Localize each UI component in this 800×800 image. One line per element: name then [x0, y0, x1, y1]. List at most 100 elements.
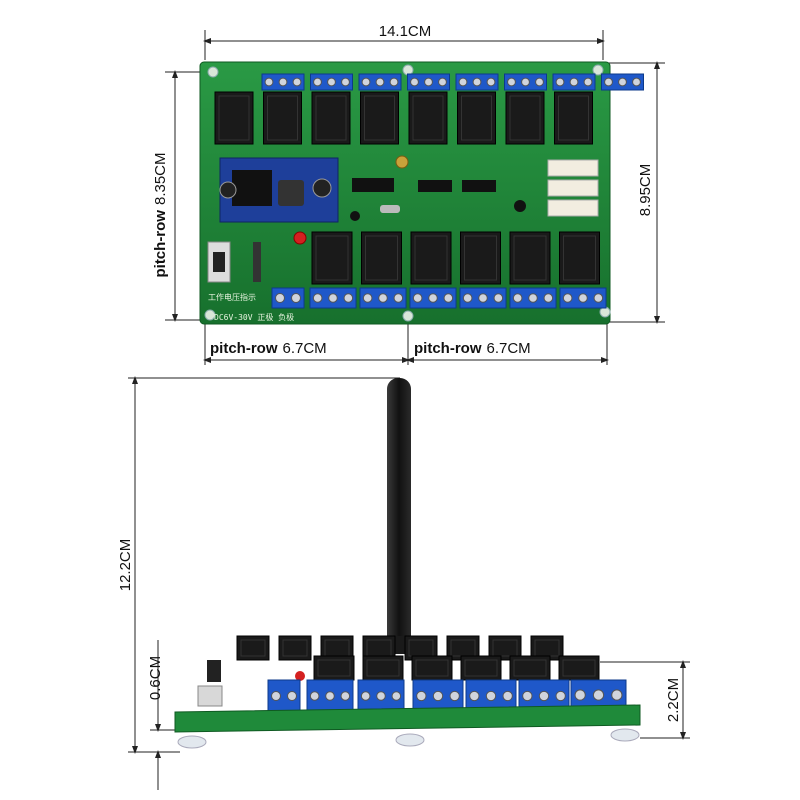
relay-edge	[492, 639, 518, 657]
side-led	[295, 671, 305, 681]
terminal-screw	[438, 77, 447, 87]
terminal-screw	[424, 77, 433, 87]
terminal-screw	[632, 77, 641, 87]
terminal-screw	[502, 690, 513, 702]
relay-edge	[464, 659, 498, 677]
side-switch	[197, 685, 223, 707]
top-terminal-row	[261, 73, 644, 91]
terminal-screw	[521, 77, 530, 87]
terminal-screw	[469, 690, 480, 702]
terminal-screw	[462, 293, 473, 303]
relay-edge	[464, 235, 497, 281]
base-gap-dimension: 0.6CM	[147, 640, 180, 790]
terminal-screw	[341, 77, 350, 87]
terminal-screw	[538, 690, 550, 702]
terminal-screw	[458, 77, 468, 87]
mount-hole	[592, 64, 604, 76]
pitch-row-vertical-label: pitch-row8.35CM	[152, 152, 169, 277]
terminal-screw	[592, 689, 605, 701]
bottom-relay-row	[311, 231, 600, 285]
terminal-screw	[472, 77, 482, 87]
base-gap-label: 0.6CM	[147, 656, 164, 700]
total-height-dimension: 12.2CM	[117, 376, 400, 754]
relay-edge	[562, 659, 596, 677]
terminal-screw	[275, 293, 285, 303]
standoff	[610, 728, 640, 742]
terminal-screw	[486, 77, 496, 87]
ic-chip	[352, 178, 394, 192]
terminal-screw	[578, 293, 588, 303]
relay-edge	[513, 235, 547, 281]
terminal-screw	[416, 690, 427, 702]
relay-edge	[366, 659, 400, 677]
terminal-screw	[478, 293, 488, 303]
terminal-screw	[328, 293, 338, 303]
power-led	[293, 231, 307, 245]
antenna-connector	[395, 155, 409, 169]
relay-edge	[461, 95, 492, 141]
standoff	[177, 735, 207, 749]
mount-hole	[207, 66, 219, 78]
relay-edge	[240, 639, 266, 657]
terminal-screw	[291, 293, 301, 303]
relay-edge	[315, 235, 349, 281]
connector	[547, 179, 599, 197]
terminal-screw	[493, 293, 504, 303]
relay-edge	[563, 235, 596, 281]
relay	[457, 91, 496, 145]
relay	[505, 91, 545, 145]
connector	[547, 199, 599, 217]
pitch-row-left-value: 6.7CM	[283, 340, 327, 357]
pcb-board-side	[174, 704, 641, 733]
terminal-screw	[604, 77, 613, 87]
terminal-screw	[264, 77, 274, 87]
terminal-screw	[410, 77, 419, 87]
pcb-board-top: 工作电压指示 DC6V-30V 正极 负极	[199, 61, 644, 325]
pitch-row-vertical-value: 8.35CM	[152, 152, 169, 205]
terminal-screw	[309, 691, 320, 701]
relay-edge	[218, 95, 250, 141]
terminal-screw	[340, 691, 351, 701]
side-view: 12.2CM 0.6CM 2.2CM	[117, 376, 690, 790]
relay	[554, 91, 593, 145]
terminal-screw	[449, 690, 460, 702]
relay	[214, 91, 254, 145]
terminal-screw	[535, 77, 544, 87]
relay	[311, 91, 351, 145]
terminal-screw	[375, 77, 385, 87]
terminal-screw	[428, 293, 438, 303]
terminal-screw	[593, 293, 604, 303]
terminal-screw	[485, 690, 497, 702]
relay-edge	[513, 659, 547, 677]
diode	[253, 242, 261, 282]
terminal-screw	[271, 691, 281, 701]
terminal-block	[271, 287, 305, 309]
capacitor	[350, 211, 360, 221]
terminal-screw	[312, 293, 323, 303]
terminal-screw	[522, 690, 533, 702]
side-capacitor	[207, 660, 221, 682]
terminal-screw	[313, 77, 322, 87]
top-relay-row	[214, 91, 593, 145]
relay-edge	[365, 235, 398, 281]
pitch-row-vertical-dimension: pitch-row8.35CM	[152, 70, 205, 322]
total-height-label: 12.2CM	[117, 539, 134, 592]
relay	[408, 91, 448, 145]
standoff	[395, 733, 425, 747]
terminal-screw	[325, 691, 335, 701]
terminal-screw	[361, 77, 371, 87]
terminal-screw	[327, 77, 336, 87]
terminal-screw	[555, 690, 566, 702]
terminal-screw	[412, 293, 423, 303]
pitch-row-right-value: 6.7CM	[487, 340, 531, 357]
width-dimension: 14.1CM	[203, 23, 605, 60]
power-module	[219, 157, 339, 223]
relay-edge	[558, 95, 589, 141]
board-height-dimension: 2.2CM	[600, 660, 690, 740]
relay-edge	[317, 659, 351, 677]
terminal-screw	[618, 77, 627, 87]
terminal-screw	[432, 690, 444, 702]
